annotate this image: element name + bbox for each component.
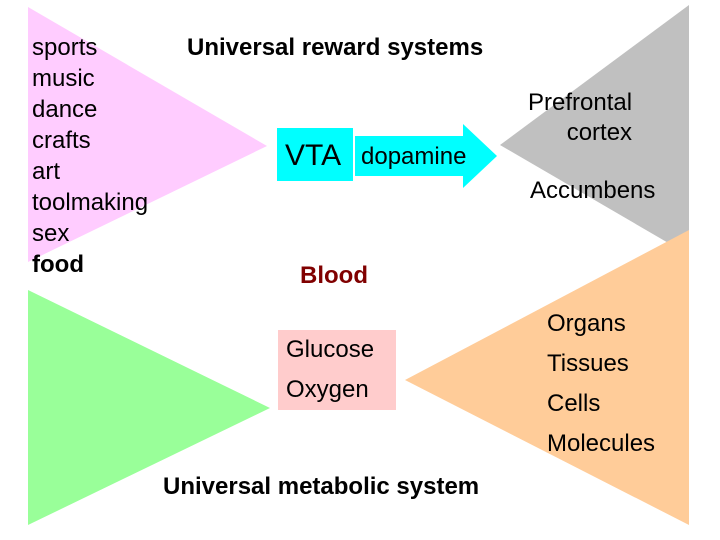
level-item: Cells [547, 390, 601, 417]
activity-item-food: food [32, 251, 84, 278]
glucose-label: Glucose [286, 336, 375, 363]
prefrontal-line-2: cortex [566, 119, 633, 146]
orange-wedge [405, 230, 689, 525]
blood-label: Blood [300, 262, 368, 289]
prefrontal-label: Prefrontal cortex [528, 88, 632, 148]
dopamine-arrow [355, 124, 497, 188]
activity-item: dance [32, 96, 98, 123]
vta-label: VTA [285, 139, 342, 172]
activity-item: music [32, 65, 95, 92]
oxygen-label: Oxygen [286, 376, 369, 403]
activity-item: art [32, 158, 61, 185]
activity-item: toolmaking [32, 189, 149, 216]
prefrontal-line-1: Prefrontal [528, 89, 633, 116]
vta-box: VTA [277, 128, 353, 181]
level-item: Organs [547, 310, 626, 337]
activity-item: sex [32, 220, 70, 247]
pink-wedge [28, 7, 267, 262]
activity-item: sports [32, 34, 98, 61]
dopamine-label: dopamine [361, 143, 467, 170]
organization-levels: Organs Tissues Cells Molecules [547, 304, 655, 464]
metabolic-title: Universal metabolic system [163, 473, 480, 500]
level-item: Tissues [547, 350, 629, 377]
reward-title: Universal reward systems [187, 34, 484, 61]
activity-list: sports music dance crafts art toolmaking… [32, 32, 148, 280]
activity-item: crafts [32, 127, 91, 154]
accumbens-label: Accumbens [530, 177, 656, 204]
level-item: Molecules [547, 430, 656, 457]
nutrient-box: Glucose Oxygen [278, 330, 396, 410]
green-wedge [28, 290, 270, 525]
gray-wedge [500, 5, 689, 255]
